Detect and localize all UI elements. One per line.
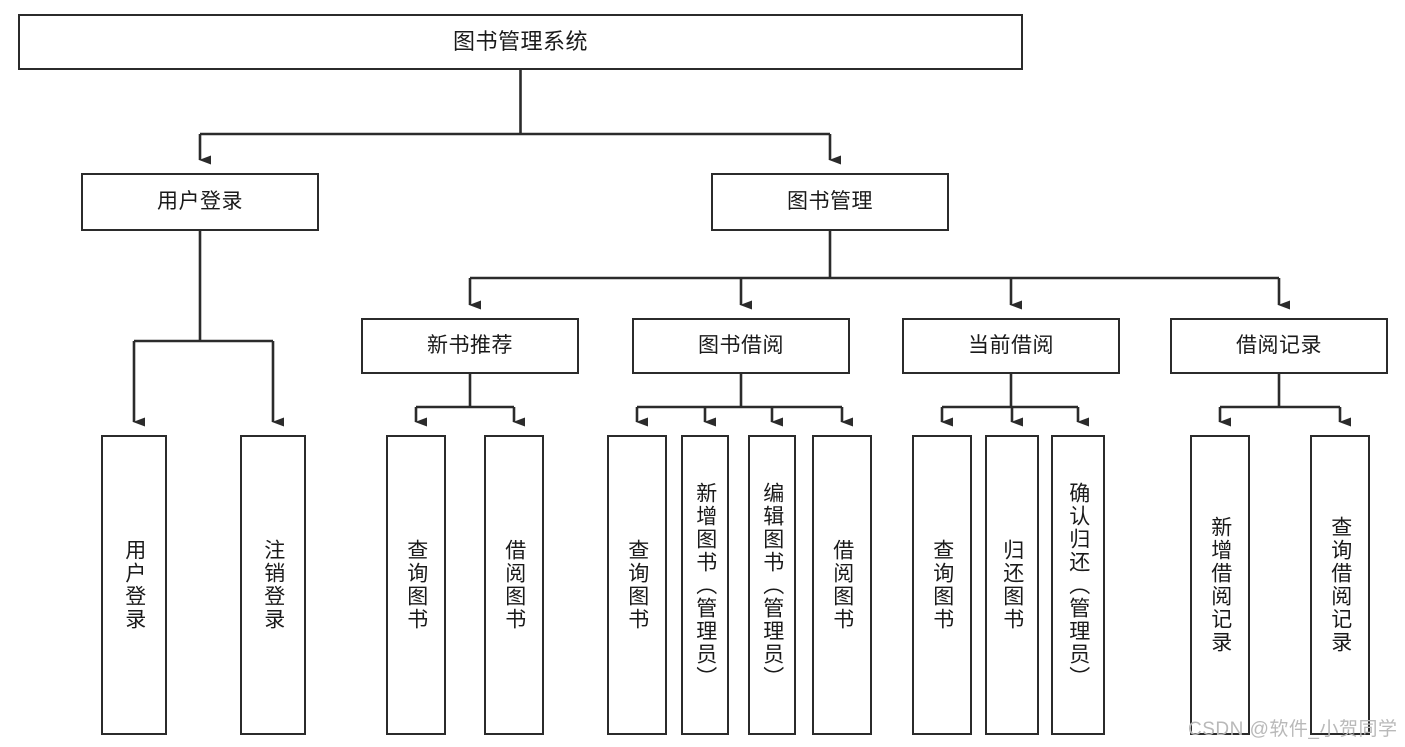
node-label: 用户登录: [122, 539, 146, 631]
node-label: 借阅记录: [1236, 333, 1322, 357]
node-label: 注销登录: [261, 539, 285, 631]
node-label: 查询图书: [404, 539, 428, 631]
node-root: 图书管理系统: [18, 14, 1023, 70]
node-label: 新增图书（管理员）: [693, 481, 717, 689]
node-leaf-login: 用户登录: [101, 435, 167, 735]
node-leaf-add-r: 新增借阅记录: [1190, 435, 1250, 735]
node-borrow: 图书借阅: [632, 318, 850, 374]
node-label: 用户登录: [157, 189, 243, 213]
node-leaf-return-c: 归还图书: [985, 435, 1039, 735]
node-label: 图书借阅: [698, 333, 784, 357]
node-login: 用户登录: [81, 173, 319, 231]
node-leaf-query-nb: 查询图书: [386, 435, 446, 735]
csdn-watermark: CSDN @软件_小贺同学: [1188, 719, 1398, 740]
node-leaf-query-b: 查询图书: [607, 435, 667, 735]
node-newbook: 新书推荐: [361, 318, 579, 374]
node-label: 新书推荐: [427, 333, 513, 357]
node-label: 图书管理系统: [452, 29, 588, 55]
node-leaf-add-b: 新增图书（管理员）: [681, 435, 729, 735]
node-label: 编辑图书（管理员）: [760, 481, 784, 689]
node-label: 查询借阅记录: [1328, 516, 1352, 654]
node-bookmgmt: 图书管理: [711, 173, 949, 231]
node-leaf-confirm-c: 确认归还（管理员）: [1051, 435, 1105, 735]
node-leaf-borrow-nb: 借阅图书: [484, 435, 544, 735]
node-label: 查询图书: [625, 539, 649, 631]
node-leaf-logout: 注销登录: [240, 435, 306, 735]
node-leaf-edit-b: 编辑图书（管理员）: [748, 435, 796, 735]
node-leaf-borrow-b: 借阅图书: [812, 435, 872, 735]
node-label: 借阅图书: [502, 539, 526, 631]
node-leaf-query-r: 查询借阅记录: [1310, 435, 1370, 735]
node-label: 新增借阅记录: [1208, 516, 1232, 654]
node-label: 借阅图书: [830, 539, 854, 631]
node-current: 当前借阅: [902, 318, 1120, 374]
node-records: 借阅记录: [1170, 318, 1388, 374]
node-label: 归还图书: [1000, 539, 1024, 631]
node-label: 查询图书: [930, 539, 954, 631]
node-leaf-query-c: 查询图书: [912, 435, 972, 735]
node-label: 图书管理: [787, 189, 873, 213]
node-label: 当前借阅: [968, 333, 1054, 357]
node-label: 确认归还（管理员）: [1066, 481, 1090, 689]
